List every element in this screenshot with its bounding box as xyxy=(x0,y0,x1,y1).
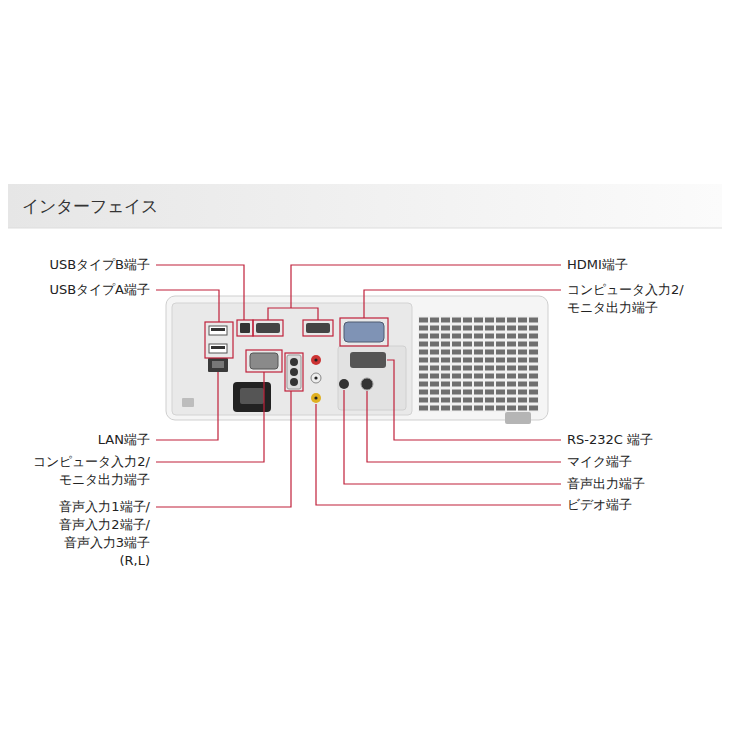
hdmi-port xyxy=(306,323,330,333)
leader-line xyxy=(367,391,561,462)
leader-line xyxy=(387,360,561,440)
highlight-box xyxy=(237,320,253,336)
port-label: マイク端子 xyxy=(567,453,632,471)
port-label: コンピュータ入力2/ モニタ出力端子 xyxy=(567,281,684,317)
section-title: インターフェイス xyxy=(22,195,158,217)
rca-jack xyxy=(311,355,321,365)
port-highlights xyxy=(205,318,388,391)
port-label: 音声出力端子 xyxy=(567,475,645,493)
port-label: RS-232C 端子 xyxy=(567,431,653,449)
audio-jack xyxy=(290,378,298,386)
leader-line xyxy=(268,308,318,320)
lan-port-inner xyxy=(212,361,224,368)
port-label: コンピュータ入力2/ モニタ出力端子 xyxy=(33,453,150,489)
rear-subpanel xyxy=(338,346,406,410)
hdmi-port xyxy=(256,323,280,333)
projector-foot xyxy=(505,412,531,424)
port-label: USBタイプA端子 xyxy=(49,281,150,299)
rca-pin xyxy=(314,376,317,379)
vent-grille xyxy=(418,316,539,412)
rs232c-port xyxy=(350,352,386,368)
title-band xyxy=(8,184,722,228)
leader-line xyxy=(156,391,291,507)
rear-panel xyxy=(172,303,412,415)
rca-jack xyxy=(311,393,321,403)
vga-port xyxy=(250,353,278,369)
power-inlet xyxy=(233,382,271,412)
audio-jack xyxy=(290,368,298,376)
leader-line xyxy=(156,290,219,322)
port-label: LAN端子 xyxy=(98,431,150,449)
projector-body xyxy=(166,296,548,420)
mic-jack xyxy=(361,378,373,390)
rca-pin xyxy=(314,358,317,361)
leader-line xyxy=(316,404,561,505)
usb-b-port xyxy=(240,323,250,333)
band-edge xyxy=(8,228,722,229)
leader-line xyxy=(344,390,561,484)
audio-jack-block xyxy=(287,355,301,389)
leader-line xyxy=(156,372,264,462)
power-inlet-inner xyxy=(240,388,264,404)
highlight-box xyxy=(205,322,233,358)
usb-a-port xyxy=(209,326,227,335)
port-label: 音声入力1端子/ 音声入力2端子/ 音声入力3端子(R,L) xyxy=(59,498,150,570)
highlight-box xyxy=(340,318,388,346)
leader-line xyxy=(291,265,561,308)
highlight-box xyxy=(246,350,282,372)
leader-line xyxy=(156,372,218,440)
leader-line xyxy=(156,265,244,320)
highlight-box xyxy=(303,320,333,336)
security-slot xyxy=(182,398,194,407)
usb-a-tongue xyxy=(211,328,225,331)
highlight-box xyxy=(285,353,303,391)
leader-lines xyxy=(156,265,561,507)
lan-port xyxy=(208,358,228,372)
usb-a-tongue xyxy=(211,346,225,349)
rca-jack xyxy=(311,373,321,383)
vga-port xyxy=(344,322,384,342)
port-label: USBタイプB端子 xyxy=(49,256,150,274)
port-label: HDMI端子 xyxy=(567,256,628,274)
audio-jack xyxy=(290,358,298,366)
usb-a-port xyxy=(209,344,227,353)
highlight-box xyxy=(253,320,283,336)
audio-out-jack xyxy=(339,379,349,389)
rca-pin xyxy=(314,396,317,399)
leader-line xyxy=(364,290,561,318)
port-label: ビデオ端子 xyxy=(567,496,632,514)
